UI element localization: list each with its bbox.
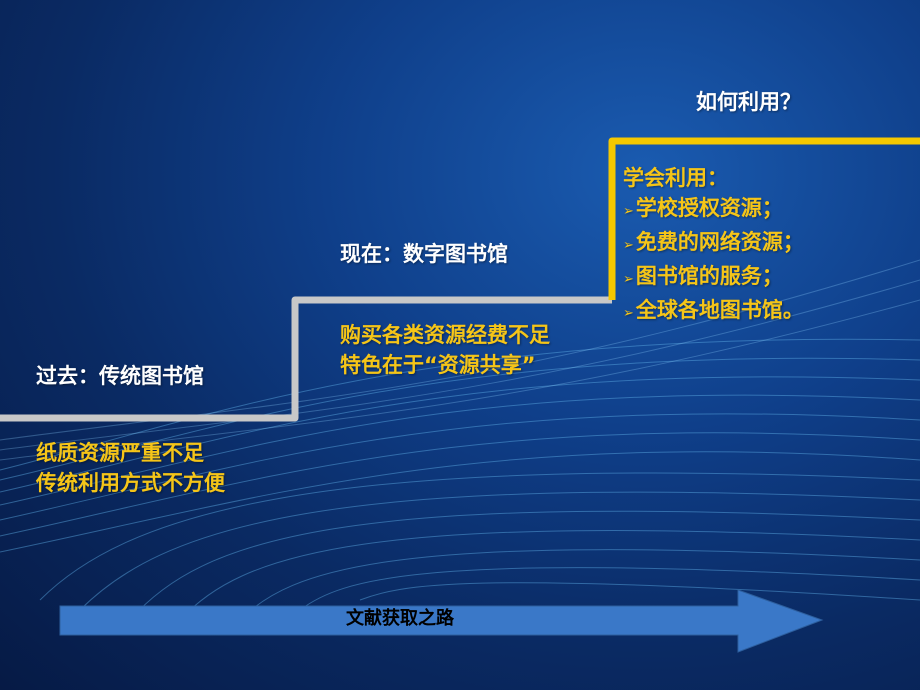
past-lines: 纸质资源严重不足 传统利用方式不方便 (36, 438, 225, 498)
staircase-yellow-line (608, 137, 920, 300)
present-lines: 购买各类资源经费不足 特色在于“资源共享” (340, 320, 550, 380)
staircase-gray-line (0, 296, 612, 422)
future-bullet: ➢免费的网络资源； (623, 230, 804, 254)
future-bullet: ➢学校授权资源； (623, 196, 783, 220)
present-title: 现在：数字图书馆 (340, 242, 508, 266)
past-title: 过去：传统图书馆 (36, 364, 204, 388)
past-line: 传统利用方式不方便 (36, 471, 225, 495)
arrowhead-bullet-icon: ➢ (623, 204, 634, 219)
arrowhead-bullet-icon: ➢ (623, 306, 634, 321)
road-arrow (59, 589, 824, 653)
future-bullet: ➢全球各地图书馆。 (623, 298, 804, 322)
road-arrow-label: 文献获取之路 (346, 608, 454, 629)
future-title: 如何利用？ (696, 90, 801, 114)
arrowhead-bullet-icon: ➢ (623, 272, 634, 287)
future-bullet: ➢图书馆的服务； (623, 264, 783, 288)
arrowhead-bullet-icon: ➢ (623, 238, 634, 253)
present-line: 购买各类资源经费不足 (340, 323, 550, 347)
past-line: 纸质资源严重不足 (36, 441, 204, 465)
present-line: 特色在于“资源共享” (340, 353, 536, 377)
future-heading: 学会利用： (623, 166, 728, 190)
future-list: 学会利用： ➢学校授权资源； ➢免费的网络资源； ➢图书馆的服务； ➢全球各地图… (623, 163, 804, 329)
